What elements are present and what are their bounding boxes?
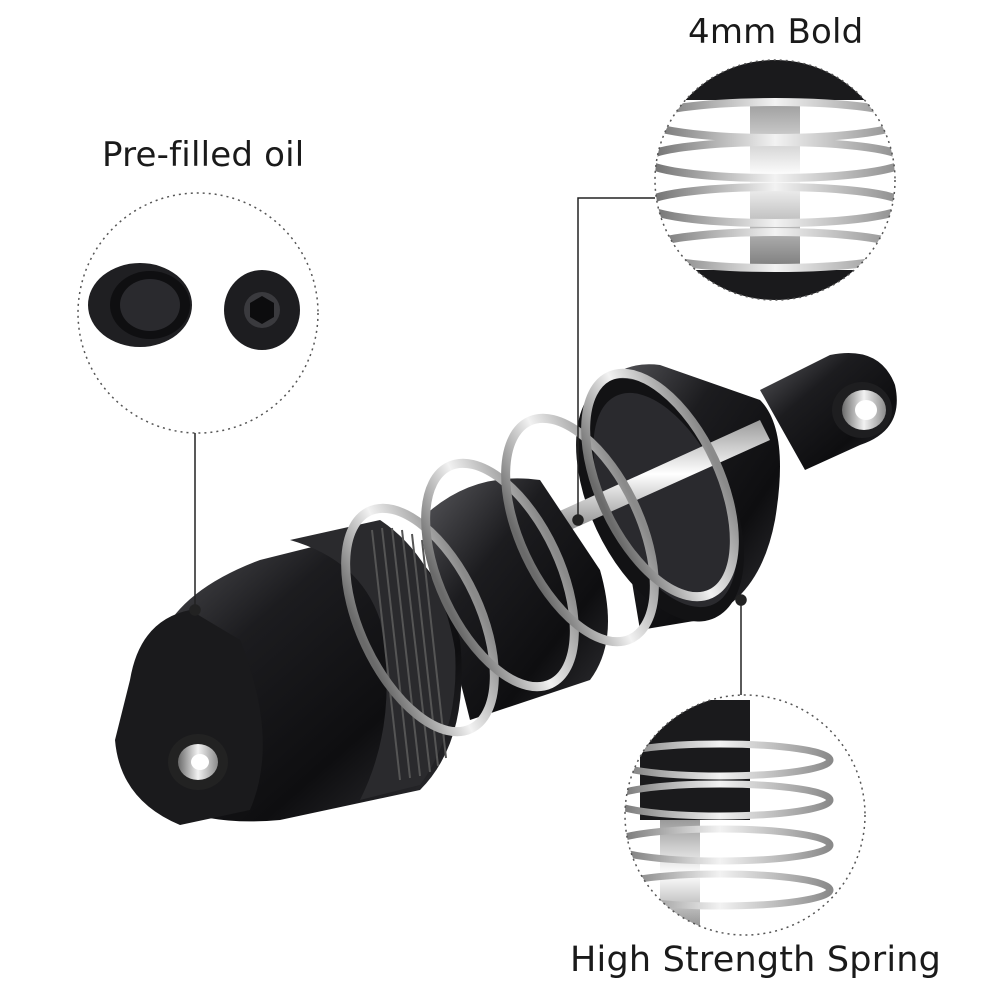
shock-body [115, 478, 608, 825]
callout-label-high-strength-spring: High Strength Spring [570, 940, 942, 980]
shock-absorber-main [115, 353, 897, 825]
callout-rod-closeup [654, 59, 896, 301]
callout-label-pre-filled-oil: Pre-filled oil [102, 135, 305, 175]
coil-spring [341, 368, 739, 737]
callout-spring-closeup [624, 694, 866, 936]
callout-oil-caps [77, 192, 319, 434]
leader-lines [189, 197, 747, 695]
top-rod-end [760, 353, 897, 470]
callout-label-4mm-bold: 4mm Bold [688, 12, 864, 52]
